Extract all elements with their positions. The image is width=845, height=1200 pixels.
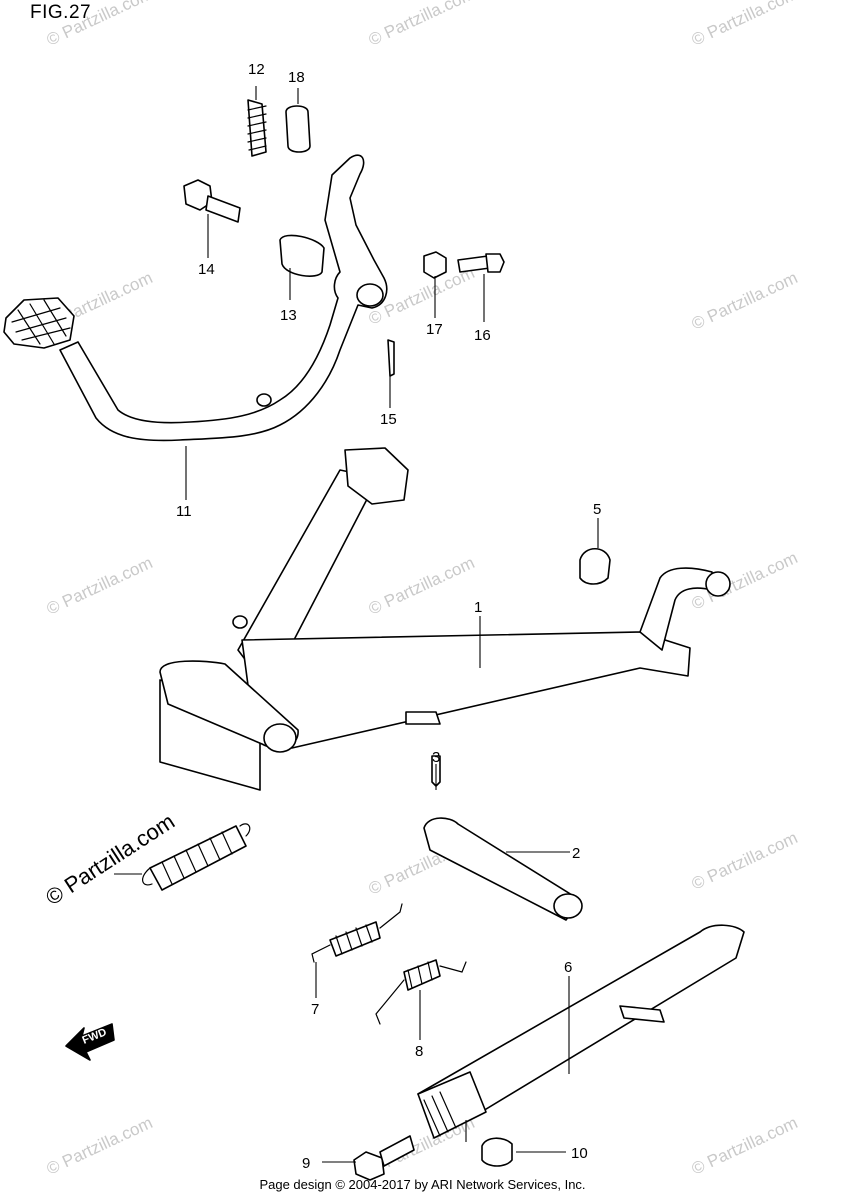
nut-17 <box>423 251 447 279</box>
leader-lines <box>114 86 599 1163</box>
bushing-13 <box>279 234 325 277</box>
bolt-9 <box>353 1135 415 1181</box>
forward-arrow-icon: FWD <box>65 1023 115 1061</box>
callout-6: 6 <box>564 959 572 976</box>
watermark-large: © Partzilla.com <box>41 808 179 910</box>
cotter-pin-15 <box>387 339 395 377</box>
brake-pedal <box>3 154 388 442</box>
watermark: © Partzilla.com <box>689 1113 801 1179</box>
bolt-14 <box>183 179 241 223</box>
callout-7: 7 <box>311 1001 319 1018</box>
callout-12: 12 <box>248 61 265 78</box>
watermark: © Partzilla.com <box>44 553 156 619</box>
callout-2: 2 <box>572 845 580 862</box>
stand-spring-large <box>142 823 251 891</box>
callout-9: 9 <box>302 1155 310 1172</box>
callout-15: 15 <box>380 411 397 428</box>
callout-11: 11 <box>176 503 192 520</box>
callout-5: 5 <box>593 501 601 518</box>
footer-copyright: Page design © 2004-2017 by ARI Network S… <box>259 1177 586 1192</box>
watermark: © Partzilla.com <box>689 268 801 334</box>
shaft-2 <box>423 817 583 921</box>
figure-label: FIG.27 <box>30 2 92 23</box>
stopper-5 <box>579 547 611 585</box>
watermark: © Partzilla.com <box>689 0 801 50</box>
spring-8 <box>375 959 467 1025</box>
watermark: © Partzilla.com <box>366 553 478 619</box>
side-stand-6 <box>417 924 745 1139</box>
callout-13: 13 <box>280 307 297 324</box>
watermark: © Partzilla.com <box>689 828 801 894</box>
callout-labels: 1 2 3 5 6 7 8 9 10 11 12 13 14 15 16 17 … <box>176 61 601 1172</box>
callout-10: 10 <box>571 1145 588 1162</box>
bolt-16 <box>457 253 505 273</box>
callout-16: 16 <box>474 327 491 344</box>
watermark: © Partzilla.com <box>44 0 156 50</box>
spring-12 <box>247 99 267 157</box>
callout-14: 14 <box>198 261 215 278</box>
watermark: © Partzilla.com <box>44 1113 156 1179</box>
nut-10 <box>481 1137 513 1167</box>
callout-8: 8 <box>415 1043 423 1060</box>
bushing-18 <box>285 105 311 153</box>
center-stand <box>159 447 731 791</box>
spring-7 <box>311 903 403 963</box>
callout-1: 1 <box>474 599 482 616</box>
callout-17: 17 <box>426 321 443 338</box>
callout-3: 3 <box>432 749 440 766</box>
watermark: © Partzilla.com <box>366 0 478 50</box>
callout-18: 18 <box>288 69 305 86</box>
